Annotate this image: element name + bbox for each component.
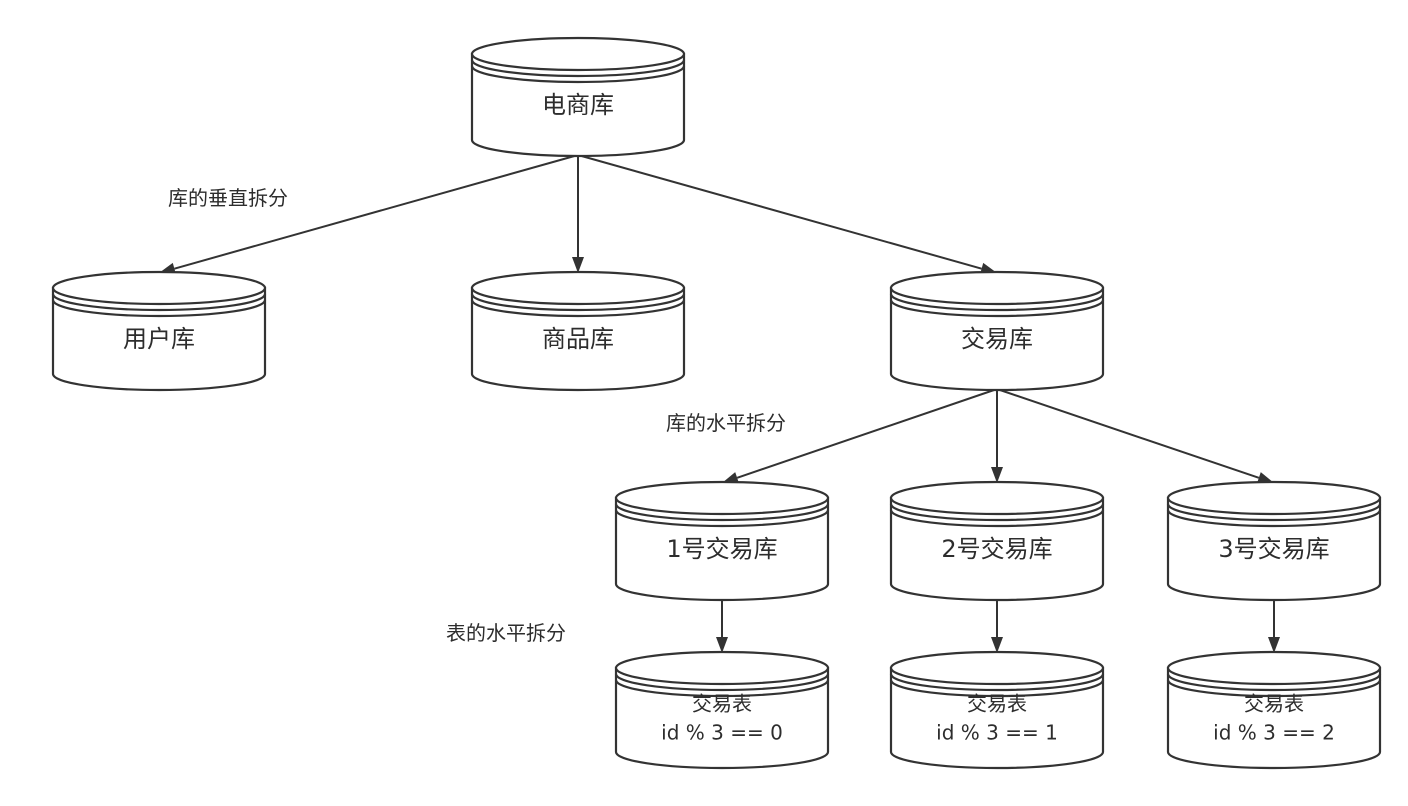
cylinder-top	[51, 270, 267, 306]
cylinder-ring-1	[1166, 503, 1382, 522]
cylinder-ring-1	[889, 673, 1105, 692]
edge-trade-to-trade3	[996, 388, 1274, 484]
cylinder-top	[889, 650, 1105, 686]
edge-trade3-to-table2	[1268, 599, 1280, 653]
cylinder-ring-1	[614, 673, 830, 692]
cylinder-top	[614, 650, 830, 686]
database-label: 交易库	[961, 325, 1033, 353]
edge-trade1-to-table0	[716, 599, 728, 653]
connector-line	[174, 154, 579, 270]
cylinder-ring-2	[1166, 509, 1382, 528]
arrowhead-icon	[1268, 637, 1280, 653]
arrowhead-icon	[716, 637, 728, 653]
cylinder-ring-1	[889, 293, 1105, 312]
database-label: 1号交易库	[666, 535, 777, 563]
edge-trade2-to-table1	[991, 599, 1003, 653]
database-label: id % 3 == 2	[1213, 721, 1335, 745]
annotation-horizontal-table-split: 表的水平拆分	[446, 621, 566, 645]
database-node-trade3: 3号交易库	[1166, 480, 1382, 602]
cylinder-top	[470, 270, 686, 306]
arrowhead-icon	[722, 472, 740, 484]
cylinder-ring-1	[1166, 673, 1382, 692]
database-label: id % 3 == 0	[661, 721, 783, 745]
database-node-table0: 交易表 id % 3 == 0	[614, 650, 830, 770]
cylinder-ring-2	[1166, 679, 1382, 698]
cylinder-ring-2	[889, 299, 1105, 318]
cylinder-ring-1	[614, 503, 830, 522]
annotation-vertical-db-split: 库的垂直拆分	[168, 186, 288, 210]
cylinder-ring-2	[470, 299, 686, 318]
database-node-trade: 交易库	[889, 270, 1105, 392]
edge-trade-to-trade1	[722, 388, 998, 484]
database-node-trade2: 2号交易库	[889, 480, 1105, 602]
database-node-table2: 交易表 id % 3 == 2	[1166, 650, 1382, 770]
database-node-product: 商品库	[470, 270, 686, 392]
cylinder-ring-2	[889, 509, 1105, 528]
connector-line	[736, 388, 998, 479]
cylinder-ring-2	[614, 509, 830, 528]
arrowhead-icon	[572, 257, 584, 273]
database-node-trade1: 1号交易库	[614, 480, 830, 602]
cylinder-ring-2	[614, 679, 830, 698]
cylinder-top	[889, 270, 1105, 306]
cylinder-ring-1	[889, 503, 1105, 522]
cylinder-ring-2	[51, 299, 267, 318]
annotations-layer: 库的垂直拆分 库的水平拆分 表的水平拆分	[168, 186, 786, 645]
arrowhead-icon	[991, 467, 1003, 483]
database-label: 2号交易库	[941, 535, 1052, 563]
edge-trade-to-trade2	[991, 389, 1003, 483]
edge-ecommerce-to-product	[572, 155, 584, 273]
cylinder-top	[614, 480, 830, 516]
database-node-user: 用户库	[51, 270, 267, 392]
edge-ecommerce-to-trade	[577, 154, 997, 275]
cylinder-ring-2	[889, 679, 1105, 698]
database-label: id % 3 == 1	[936, 721, 1058, 745]
cylinder-top	[1166, 480, 1382, 516]
edges-layer	[159, 154, 1280, 653]
database-label: 交易表	[967, 692, 1027, 716]
database-label: 用户库	[123, 325, 195, 353]
database-label: 交易表	[692, 692, 752, 716]
arrowhead-icon	[991, 637, 1003, 653]
database-label: 电商库	[542, 91, 614, 119]
database-node-ecommerce: 电商库	[470, 36, 686, 158]
cylinder-ring-1	[470, 59, 686, 78]
cylinder-top	[470, 36, 686, 72]
database-label: 商品库	[542, 325, 614, 353]
edge-ecommerce-to-user	[159, 154, 579, 275]
cylinder-top	[1166, 650, 1382, 686]
connector-line	[577, 154, 982, 270]
cylinder-ring-1	[470, 293, 686, 312]
cylinder-top	[889, 480, 1105, 516]
cylinder-ring-2	[470, 65, 686, 84]
database-node-table1: 交易表 id % 3 == 1	[889, 650, 1105, 770]
database-label: 交易表	[1244, 692, 1304, 716]
database-label: 3号交易库	[1218, 535, 1329, 563]
connector-line	[996, 388, 1260, 479]
cylinder-ring-1	[51, 293, 267, 312]
arrowhead-icon	[1256, 472, 1274, 484]
annotation-horizontal-db-split: 库的水平拆分	[666, 411, 786, 435]
